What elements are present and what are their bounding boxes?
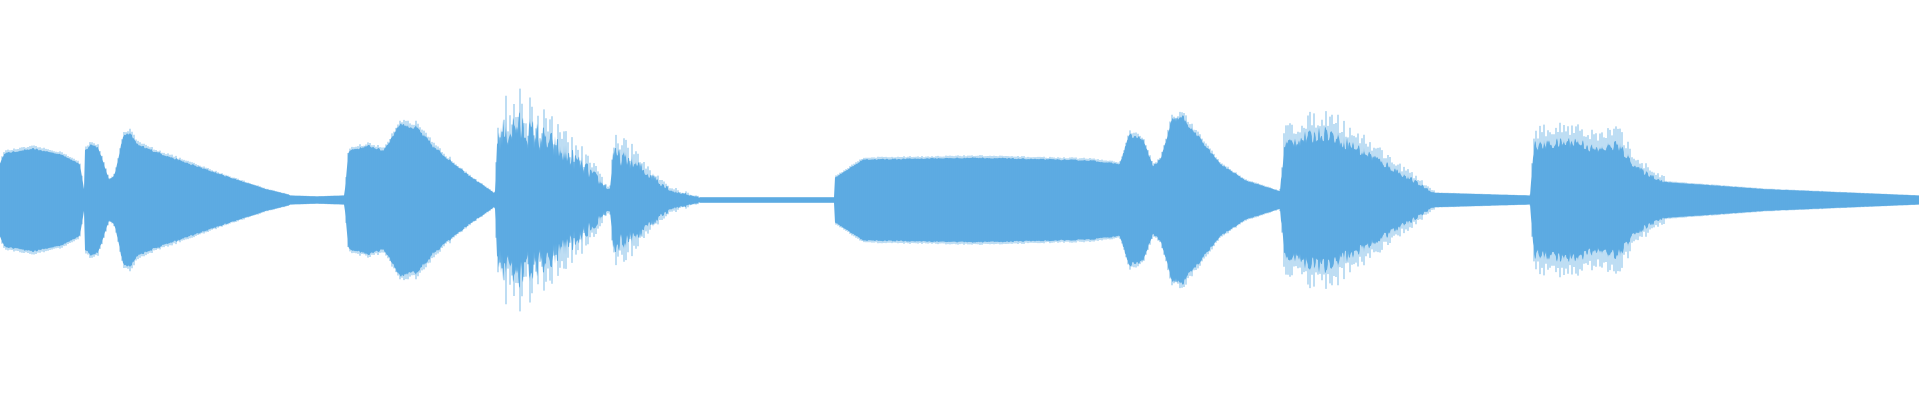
waveform-envelope: [0, 110, 1919, 290]
waveform-sample-lines: [0, 88, 1919, 312]
